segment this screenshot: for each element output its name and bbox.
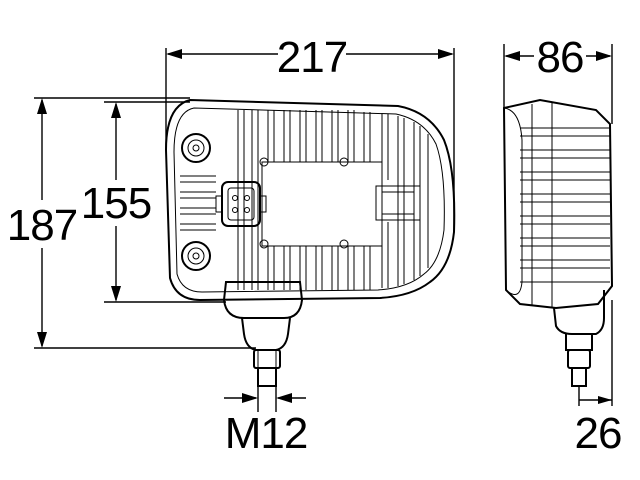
dimension-stem-offset: 26 [575, 300, 622, 458]
dimension-height-body: 155 [81, 101, 226, 303]
cooling-fins [180, 110, 429, 290]
label-plate [375, 185, 421, 221]
side-stem [565, 334, 593, 351]
front-housing-outline [164, 98, 456, 302]
thread-bolt [257, 367, 277, 387]
label-plate-inner [381, 191, 415, 215]
front-view [164, 98, 456, 387]
dimension-label-height-total: 187 [7, 201, 77, 250]
side-view [502, 98, 614, 387]
mounting-bolt-top [181, 133, 211, 163]
housing-screws [259, 157, 349, 249]
mounting-bracket [222, 281, 304, 319]
dimension-width-front: 217 [165, 33, 455, 232]
side-fins [520, 102, 610, 308]
side-stem-nut [567, 349, 591, 369]
dimension-label-stem-offset: 26 [575, 409, 622, 458]
connector-plug [215, 181, 267, 227]
side-lens-face [503, 107, 523, 295]
dimension-width-side: 86 [503, 33, 613, 124]
center-plate [261, 161, 383, 247]
side-bracket [553, 290, 605, 335]
dimension-thread: M12 [224, 386, 308, 458]
front-housing-inner [173, 107, 445, 293]
side-thread-bolt [571, 367, 587, 387]
mounting-stem [241, 317, 291, 351]
side-housing-outline [502, 98, 614, 310]
mounting-bolt-bottom [181, 241, 211, 271]
dimension-label-thread: M12 [225, 409, 308, 458]
dimension-label-width-front: 217 [277, 33, 347, 82]
dimension-label-width-side: 86 [537, 33, 584, 82]
dimension-label-height-body: 155 [81, 179, 151, 228]
dimension-height-total: 187 [7, 97, 256, 349]
